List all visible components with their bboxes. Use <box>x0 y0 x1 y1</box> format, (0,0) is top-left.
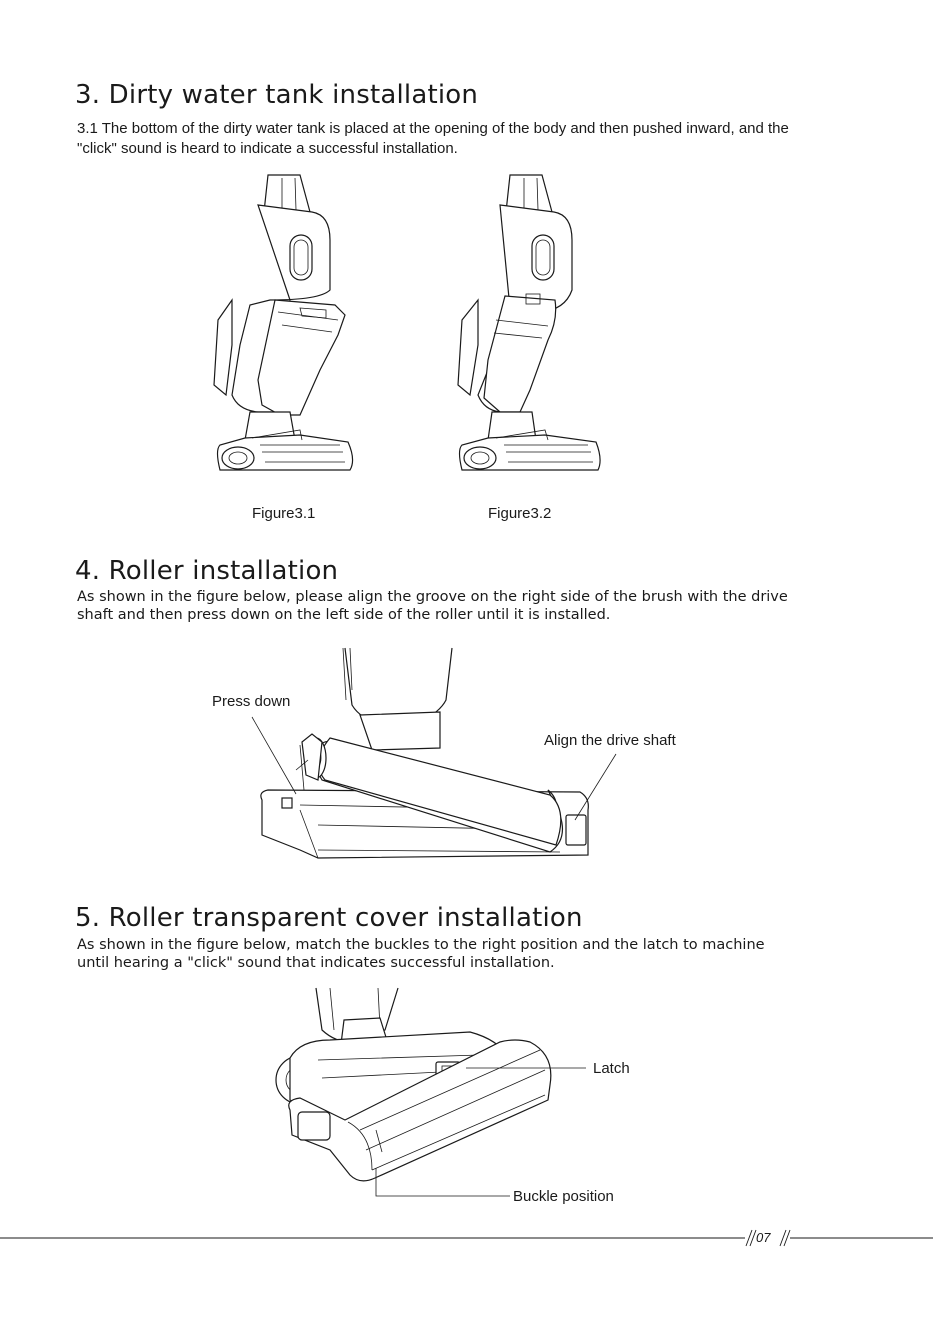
section-4-text-line-2: shaft and then press down on the left si… <box>77 607 611 623</box>
figure-3-1-caption: Figure3.1 <box>252 505 316 522</box>
section-3-text-line-1: 3.1 The bottom of the dirty water tank i… <box>77 120 789 137</box>
latch-label: Latch <box>593 1060 630 1077</box>
section-3-text-line-2: "click" sound is heard to indicate a suc… <box>77 140 458 157</box>
align-drive-shaft-label: Align the drive shaft <box>544 732 676 749</box>
section-3-title: 3. Dirty water tank installation <box>75 80 479 110</box>
section-4-title: 4. Roller installation <box>75 556 339 586</box>
press-down-label: Press down <box>212 693 291 710</box>
section-5-text-line-2: until hearing a "click" sound that indic… <box>77 955 555 971</box>
buckle-position-label: Buckle position <box>513 1188 614 1205</box>
section-4-text-line-1: As shown in the figure below, please ali… <box>77 589 788 605</box>
page-number: 07 <box>756 1230 771 1245</box>
section-5-text-line-1: As shown in the figure below, match the … <box>77 937 765 953</box>
figure-3-2-caption: Figure3.2 <box>488 505 552 522</box>
section-5-title: 5. Roller transparent cover installation <box>75 903 583 933</box>
